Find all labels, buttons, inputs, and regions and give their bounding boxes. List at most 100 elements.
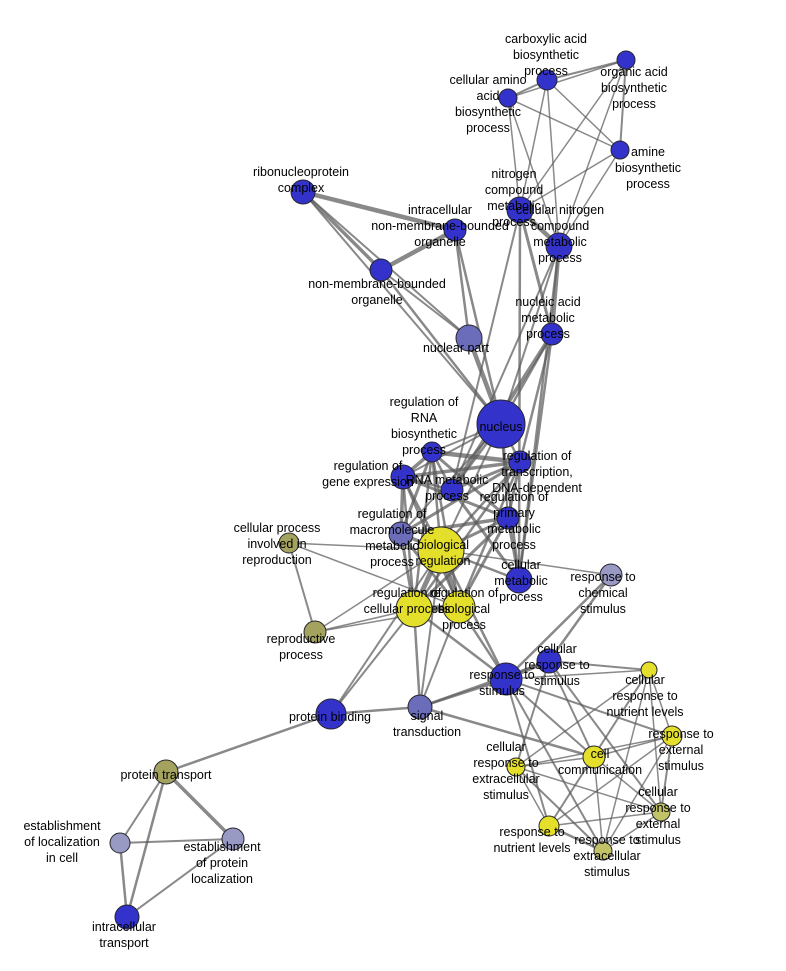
edge-res-crexs[interactable] xyxy=(660,735,673,813)
edge-ca-am[interactable] xyxy=(546,79,621,151)
edge-rs-res[interactable] xyxy=(505,678,673,737)
node-pb[interactable] xyxy=(315,698,347,730)
node-epl[interactable] xyxy=(221,827,245,851)
node-rmm[interactable] xyxy=(388,521,414,547)
edge-cres-rnl[interactable] xyxy=(515,766,550,827)
edge-crs-st[interactable] xyxy=(418,659,551,709)
edge-crnl-cres[interactable] xyxy=(515,669,650,768)
edge-rbp-st[interactable] xyxy=(419,606,460,708)
edge-rnl-crexs[interactable] xyxy=(548,811,662,827)
edge-pt-elc[interactable] xyxy=(119,771,167,844)
node-crexs[interactable] xyxy=(651,802,671,822)
edge-cc-rexs[interactable] xyxy=(593,756,604,852)
edge-nuc-cnc[interactable] xyxy=(500,245,560,425)
node-elc[interactable] xyxy=(109,832,131,854)
edge-oa-caa[interactable] xyxy=(507,59,627,99)
edge-st-cc[interactable] xyxy=(418,705,596,759)
edge-rs-crnl[interactable] xyxy=(505,669,650,680)
edge-oa-cnc[interactable] xyxy=(558,59,627,247)
edge-res-rexs[interactable] xyxy=(602,735,673,852)
node-caa[interactable] xyxy=(498,88,518,108)
edge-br-rcs[interactable] xyxy=(440,549,612,576)
edge-caa-nc[interactable] xyxy=(507,97,521,211)
edge-crs-rcs[interactable] xyxy=(547,573,613,663)
node-inmbo[interactable] xyxy=(443,218,467,242)
node-pt[interactable] xyxy=(153,759,179,785)
node-rs[interactable] xyxy=(489,662,523,696)
edge-ca-nc[interactable] xyxy=(519,79,548,211)
edge-cc-crexs[interactable] xyxy=(593,756,662,813)
node-cnc[interactable] xyxy=(545,232,573,260)
node-rge[interactable] xyxy=(390,464,416,490)
node-ca[interactable] xyxy=(536,69,558,91)
node-rm[interactable] xyxy=(440,478,464,502)
edge-am-nc[interactable] xyxy=(519,149,621,211)
edge-crs-cres[interactable] xyxy=(515,660,550,768)
edge-rnp-inmbo[interactable] xyxy=(300,189,458,233)
node-res[interactable] xyxy=(661,725,683,747)
edge-rs-rcs[interactable] xyxy=(504,573,613,681)
edge-br-st[interactable] xyxy=(419,549,442,708)
edge-elc-epl[interactable] xyxy=(119,838,234,844)
edge-it-epl[interactable] xyxy=(126,838,234,918)
edge-pt-epl[interactable] xyxy=(164,770,235,841)
edge-inmbo-np[interactable] xyxy=(453,228,471,340)
edge-inmbo-nuc[interactable] xyxy=(453,228,503,426)
edge-cpir-rp[interactable] xyxy=(288,542,316,633)
node-cm[interactable] xyxy=(505,566,533,594)
edge-rnp-nmbo[interactable] xyxy=(301,190,383,272)
edge-rpm-rbp[interactable] xyxy=(457,516,510,609)
edge-cnc-rm[interactable] xyxy=(451,245,560,491)
edge-crs-cc[interactable] xyxy=(548,660,595,758)
edge-nam-cm[interactable] xyxy=(517,332,554,582)
edge-br-cpir[interactable] xyxy=(288,542,442,551)
edge-rrb-rpm[interactable] xyxy=(430,450,510,520)
edge-ca-oa[interactable] xyxy=(546,59,627,81)
node-it[interactable] xyxy=(114,904,140,930)
node-rp[interactable] xyxy=(303,620,327,644)
edge-caa-am[interactable] xyxy=(507,97,621,151)
edge-rbp-rp[interactable] xyxy=(314,606,460,633)
edge-nmbo-np[interactable] xyxy=(380,269,470,339)
node-rtd[interactable] xyxy=(508,450,532,474)
edge-pt-it[interactable] xyxy=(125,770,168,919)
edge-inmbo-nmbo[interactable] xyxy=(378,227,458,273)
edge-nmbo-nuc[interactable] xyxy=(379,268,503,426)
node-rcp[interactable] xyxy=(395,590,433,628)
edge-caa-cnc[interactable] xyxy=(507,97,560,247)
node-rbp[interactable] xyxy=(442,590,476,624)
edge-rs-cc[interactable] xyxy=(505,678,595,758)
node-rnl[interactable] xyxy=(538,815,560,837)
node-nam[interactable] xyxy=(540,322,564,346)
edge-rexs-crexs[interactable] xyxy=(602,811,662,852)
edge-res-rnl[interactable] xyxy=(548,735,673,827)
node-rrb[interactable] xyxy=(421,441,443,463)
node-nc[interactable] xyxy=(506,196,534,224)
edge-am-cnc[interactable] xyxy=(558,149,621,247)
node-br[interactable] xyxy=(417,526,465,574)
edge-rcp-rs[interactable] xyxy=(412,607,508,681)
edge-crnl-res[interactable] xyxy=(648,669,673,737)
edge-crs-crnl[interactable] xyxy=(548,660,650,671)
edge-nc-nam[interactable] xyxy=(518,208,554,336)
edge-rtd-rm[interactable] xyxy=(450,460,522,492)
edge-rrb-rtd[interactable] xyxy=(429,449,523,465)
node-rpm[interactable] xyxy=(496,506,520,530)
node-rexs[interactable] xyxy=(593,841,613,861)
edge-nam-rtd[interactable] xyxy=(518,332,554,464)
edge-cres-rexs[interactable] xyxy=(515,766,604,852)
edge-rbp-cpir[interactable] xyxy=(288,542,460,608)
node-crs[interactable] xyxy=(536,648,562,674)
edge-rm-cm[interactable] xyxy=(450,488,521,582)
edge-rpm-rcp[interactable] xyxy=(412,516,510,611)
edge-rnp-nuc[interactable] xyxy=(302,191,502,425)
node-crnl[interactable] xyxy=(640,661,658,679)
edge-rcp-pb[interactable] xyxy=(330,608,415,715)
node-nuc[interactable] xyxy=(476,399,526,449)
node-am[interactable] xyxy=(610,140,630,160)
edge-oa-am[interactable] xyxy=(619,59,627,151)
node-oa[interactable] xyxy=(616,50,636,70)
edge-cres-crexs[interactable] xyxy=(515,766,662,813)
node-np[interactable] xyxy=(455,324,483,352)
edge-br-rp[interactable] xyxy=(314,549,442,633)
